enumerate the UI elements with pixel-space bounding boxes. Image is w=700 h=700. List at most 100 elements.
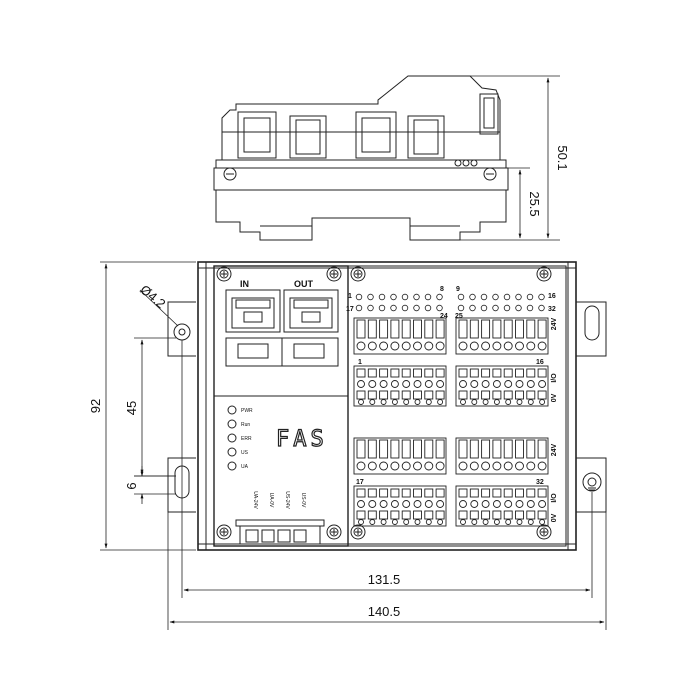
terminal-hole xyxy=(515,341,524,351)
terminal-hole xyxy=(503,461,513,471)
terminal-hole xyxy=(435,341,445,351)
terminal-lever xyxy=(515,510,524,520)
io-led xyxy=(436,293,443,301)
terminal-hole xyxy=(481,380,490,388)
terminal-hole xyxy=(537,341,547,351)
out-port-label: OUT xyxy=(294,279,314,289)
terminal-lever xyxy=(379,319,389,339)
io-led xyxy=(401,304,409,312)
terminal-hole xyxy=(470,500,479,508)
terminal-hole xyxy=(504,380,513,388)
side-label-io-top: I/O xyxy=(551,373,558,383)
terminal-hole xyxy=(436,380,445,388)
terminal-hole xyxy=(460,399,466,405)
terminal-lever xyxy=(515,488,524,498)
power-terminal-label: US-24V xyxy=(284,491,290,509)
io-led xyxy=(480,304,488,312)
io-led xyxy=(367,293,374,301)
io-label-9: 9 xyxy=(456,286,460,293)
terminal-hole xyxy=(515,380,524,388)
power-terminal-label: UA-0V xyxy=(268,493,274,508)
terminal-lever xyxy=(367,439,377,459)
terminal-lever xyxy=(390,319,400,339)
terminal-hole xyxy=(436,500,445,508)
io-led xyxy=(401,293,409,301)
terminal-lever xyxy=(379,488,389,498)
terminal-lever xyxy=(492,390,502,400)
status-led-label: ERR xyxy=(241,436,252,442)
terminal-lever xyxy=(390,488,400,498)
terminal-hole xyxy=(505,519,512,525)
terminal-lever xyxy=(503,439,513,459)
terminal-lever xyxy=(435,510,445,520)
terminal-hole xyxy=(391,519,398,525)
terminal-hole xyxy=(379,380,388,388)
terminal-hole xyxy=(424,341,434,351)
terminal-lever xyxy=(401,368,411,378)
terminal-lever xyxy=(515,368,524,378)
terminal-lever xyxy=(526,319,536,339)
terminal-lever xyxy=(526,390,536,400)
terminal-hole xyxy=(482,399,489,405)
status-led xyxy=(227,405,237,415)
terminal-block xyxy=(353,485,447,527)
dim-body-height: 92 xyxy=(88,399,103,413)
terminal-lever xyxy=(367,368,377,378)
terminal-lever xyxy=(356,368,366,378)
side-view xyxy=(213,75,509,241)
dim-lower-height: 25.5 xyxy=(527,191,542,216)
terminal-hole xyxy=(413,341,422,351)
terminal-hole xyxy=(368,500,377,508)
io-label-17: 17 xyxy=(346,306,354,313)
terminal-hole xyxy=(538,500,547,508)
terminal-lever xyxy=(356,510,366,520)
terminal-lever xyxy=(356,319,366,339)
terminal-hole xyxy=(437,399,444,405)
io-led xyxy=(538,293,545,301)
terminal-lever xyxy=(424,319,434,339)
terminal-hole xyxy=(469,461,479,471)
terminal-lever xyxy=(492,488,502,498)
terminal-lever xyxy=(390,439,400,459)
terminal-lever xyxy=(481,390,491,400)
corner-screws xyxy=(216,266,552,540)
io-led xyxy=(367,304,374,312)
terminal-hole xyxy=(526,461,536,471)
terminal-hole xyxy=(471,519,478,525)
io-led xyxy=(424,304,432,312)
io-led xyxy=(457,304,465,312)
terminal-lever xyxy=(367,510,377,520)
terminal-lever xyxy=(356,390,366,400)
terminal-hole xyxy=(505,399,512,405)
terminal-hole xyxy=(459,380,467,388)
side-view-dimensions xyxy=(460,75,560,241)
terminal-hole xyxy=(526,380,535,388)
io-led xyxy=(436,304,443,312)
terminal-hole xyxy=(458,341,468,351)
terminal-block xyxy=(455,437,549,475)
terminal-lever xyxy=(469,488,479,498)
terminal-hole xyxy=(390,461,400,471)
terminal-hole xyxy=(493,399,500,405)
terminal-hole xyxy=(425,399,432,405)
io-led xyxy=(390,304,397,312)
rj45-out-port xyxy=(283,289,339,333)
terminal-hole xyxy=(413,461,422,471)
in-port-label: IN xyxy=(240,279,249,289)
io-label-1: 1 xyxy=(348,293,352,300)
terminal-lever xyxy=(515,390,524,400)
terminal-hole xyxy=(358,399,364,405)
terminal-block xyxy=(455,365,549,407)
terminal-lever xyxy=(435,368,445,378)
terminal-hole xyxy=(516,519,523,525)
terminal-lever xyxy=(435,390,445,400)
terminal-hole xyxy=(492,461,502,471)
terminal-hole xyxy=(424,461,434,471)
dim-hole-spacing: 45 xyxy=(124,401,139,415)
io-led xyxy=(390,293,397,301)
side-label-24v-top: 24V xyxy=(551,317,558,330)
terminal-lever xyxy=(481,510,491,520)
terminal-lever xyxy=(469,439,479,459)
power-terminal-label: UA-24V xyxy=(252,491,258,509)
